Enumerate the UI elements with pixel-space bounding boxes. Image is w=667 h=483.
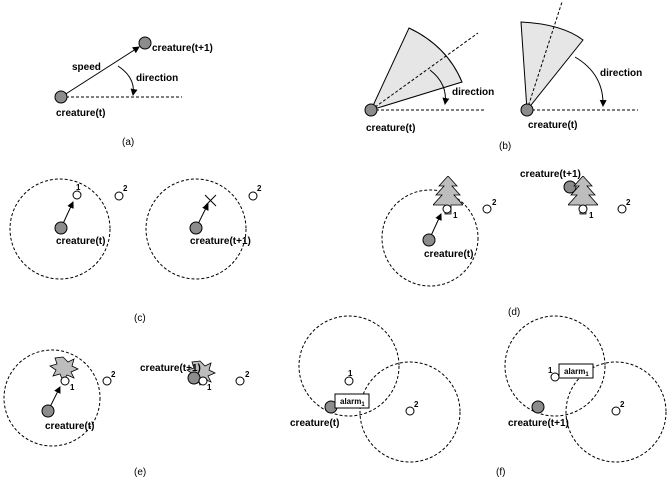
creature-next-label-c2: creature(t+1) (190, 236, 251, 247)
direction-label-left: direction (452, 87, 494, 98)
panel-label-f: (f) (496, 467, 505, 478)
creature-label-left: creature(t) (366, 123, 415, 134)
creature-label-d1: creature(t) (424, 249, 473, 260)
creature-label-f1: creature(t) (290, 418, 339, 429)
perception-radius-left (9, 178, 111, 280)
alarm-label: alarm1 (564, 367, 589, 378)
vision-cone-right (520, 21, 584, 112)
target-1-label-e2: 1 (207, 383, 212, 392)
panel-b: direction creature(t) direction creature… (364, 1, 642, 152)
panel-d: 1 2 creature(t) 1 2 creature(t+1) (d) (381, 169, 631, 318)
perception-radius-d (381, 189, 479, 287)
heading-line-left (370, 32, 479, 111)
target-1-label-c1: 1 (76, 183, 81, 192)
panel-f: 1 2 alarm1 creature(t) 1 2 alarm1 creatu… (290, 315, 667, 478)
direction-label-right: direction (600, 68, 642, 79)
target-1-label-f1: 1 (348, 369, 353, 378)
panel-c: 1 2 creature(t) 2 creature(t+1) (c) (9, 178, 262, 324)
target-1-label-e1: 1 (70, 383, 75, 392)
creature-node (54, 90, 68, 104)
target-1-d1 (442, 204, 452, 214)
direction-label: direction (136, 73, 178, 84)
creature-next-label-f2: creature(t+1) (508, 418, 569, 429)
creature-node-e1 (41, 404, 55, 418)
perception-radius-right (145, 178, 247, 280)
creature-label: creature(t) (56, 108, 105, 119)
vision-cone-left (370, 27, 463, 111)
creature-next-label-e2: creature(t+1) (140, 363, 201, 374)
target-2-label-e2: 2 (245, 370, 250, 379)
creature-node-d1 (422, 233, 436, 247)
panel-label-a: (a) (122, 137, 134, 148)
target-2-f2 (611, 406, 621, 416)
speed-label: speed (72, 62, 101, 73)
panel-a: speed direction creature(t+1) creature(t… (54, 36, 213, 148)
target-1-f1 (344, 376, 354, 386)
perception-radius-f2b (565, 361, 667, 463)
creature-node-left (364, 103, 378, 117)
direction-arc-left (429, 69, 450, 105)
target-2-label-d1: 2 (492, 198, 497, 207)
target-2-label-e1: 2 (111, 370, 116, 379)
target-2-label-f2: 2 (620, 400, 625, 409)
panel-label-d: (d) (508, 307, 520, 318)
creature-next-label-d2: creature(t+1) (520, 169, 581, 180)
creature-label-right: creature(t) (528, 120, 577, 131)
target-2-f1 (405, 406, 415, 416)
target-2-label-f1: 2 (414, 400, 419, 409)
creature-node-c1 (54, 221, 68, 235)
target-2-d1 (482, 204, 492, 214)
target-1-c1 (72, 190, 82, 200)
creature-next-label: creature(t+1) (152, 43, 213, 54)
panel-label-b: (b) (499, 141, 511, 152)
target-1-e1 (60, 376, 70, 386)
target-2-label-d2: 2 (626, 198, 631, 207)
speed-vector (60, 46, 140, 98)
target-1-label-d2: 1 (589, 211, 594, 220)
creature-node-right (520, 103, 534, 117)
creature-next-node (138, 36, 152, 50)
creature-node-d2 (563, 180, 577, 194)
direction-arc-right (574, 56, 607, 107)
alarm-box (558, 363, 594, 379)
heading-line-right (526, 1, 563, 111)
target-2-label-c1: 2 (123, 184, 128, 193)
creature-label-c1: creature(t) (56, 236, 105, 247)
perception-radius-f2a (504, 315, 606, 417)
alarm-box (334, 393, 370, 409)
creature-node-c2 (189, 221, 203, 235)
perception-radius-e (3, 349, 101, 447)
creature-node-f2 (531, 400, 545, 414)
target-2-label-c2: 2 (257, 184, 262, 193)
target-1-label-d1: 1 (453, 211, 458, 220)
target-1-d2 (578, 204, 588, 214)
alarm-label: alarm1 (340, 397, 365, 408)
target-1-e2 (198, 376, 208, 386)
perception-radius-f1a (298, 315, 400, 417)
target-2-d2 (617, 204, 627, 214)
panel-e: 1 2 creature(t) 1 2 creature(t+1) (e) (3, 349, 250, 478)
target-2-c2 (248, 191, 258, 201)
target-1-label-f2: 1 (548, 366, 553, 375)
creature-label-e1: creature(t) (45, 421, 94, 432)
panel-label-c: (c) (134, 313, 146, 324)
perception-radius-f1b (359, 361, 461, 463)
direction-arc (117, 65, 138, 96)
panel-label-e: (e) (134, 467, 146, 478)
consumed-mark (204, 194, 217, 207)
target-2-e1 (102, 376, 112, 386)
target-2-c1 (114, 191, 124, 201)
target-2-e2 (235, 376, 245, 386)
